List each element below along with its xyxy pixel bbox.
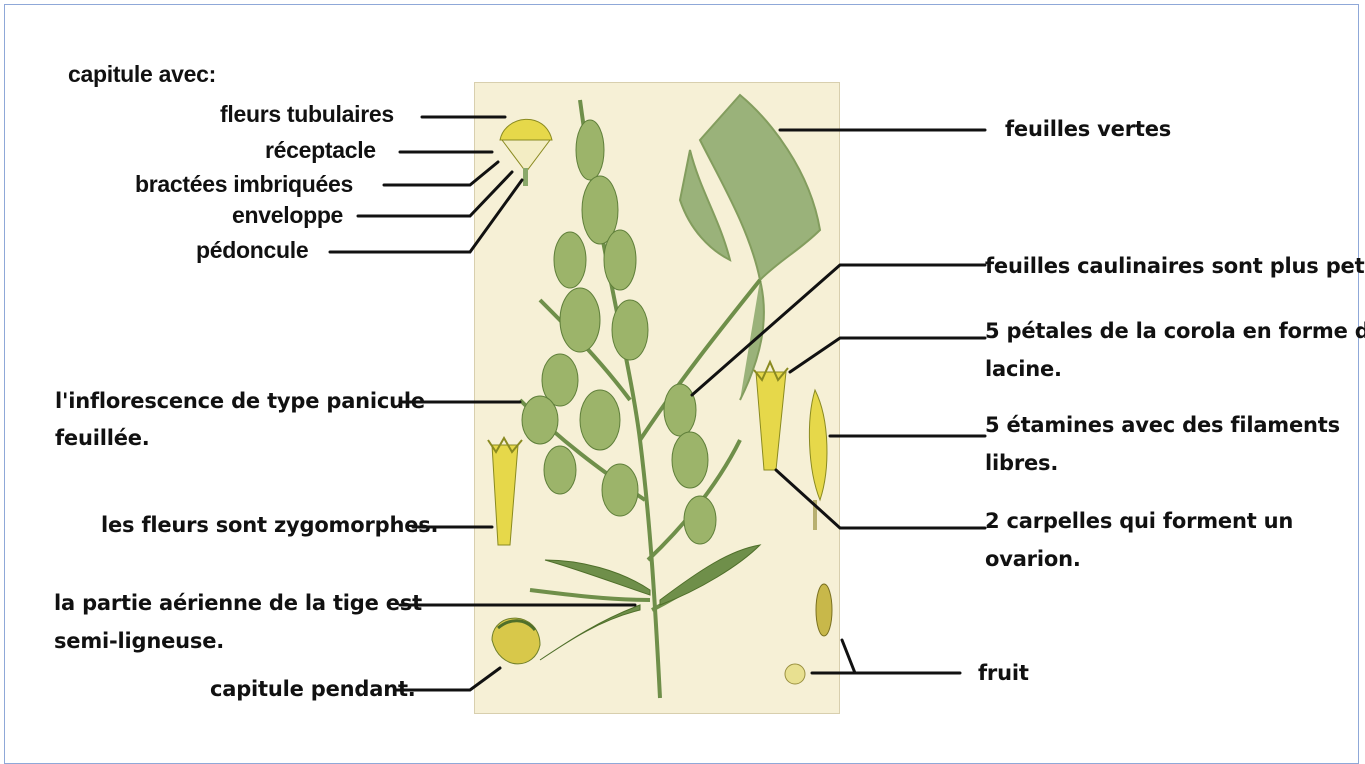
label-pedoncule: pédoncule — [196, 236, 308, 265]
label-carpelles-line2: ovarion. — [985, 546, 1081, 572]
label-fruit: fruit — [978, 660, 1029, 686]
corolla-detail — [754, 362, 788, 470]
label-fleurs-tubulaires: fleurs tubulaires — [220, 100, 394, 129]
label-inflorescence-line1: l'inflorescence de type panicule — [55, 388, 425, 414]
label-receptacle: réceptacle — [265, 136, 376, 165]
label-etamines-line1: 5 étamines avec des filaments — [985, 412, 1340, 438]
label-bractees: bractées imbriquées — [135, 170, 353, 199]
label-petales-line2: lacine. — [985, 356, 1062, 382]
fruit-detail — [785, 584, 832, 684]
label-etamines-line2: libres. — [985, 450, 1058, 476]
zygomorphic-floret — [488, 438, 522, 545]
label-caulinaires: feuilles caulinaires sont plus petites — [985, 253, 1365, 279]
label-zygomorphes: les fleurs sont zygomorphes. — [101, 512, 438, 538]
label-carpelles-line1: 2 carpelles qui forment un — [985, 508, 1293, 534]
label-feuilles-vertes: feuilles vertes — [1005, 116, 1171, 142]
leader-lines — [330, 117, 985, 690]
label-enveloppe: enveloppe — [232, 201, 343, 230]
label-capitule-avec: capitule avec: — [68, 60, 216, 89]
label-inflorescence-line2: feuillée. — [55, 425, 150, 451]
label-capitule-pendant: capitule pendant. — [210, 676, 416, 702]
pendant-capitulum — [492, 618, 540, 664]
label-tige-line1: la partie aérienne de la tige est — [54, 590, 422, 616]
label-tige-line2: semi-ligneuse. — [54, 628, 224, 654]
label-petales-line1: 5 pétales de la corola en forme de — [985, 318, 1365, 344]
